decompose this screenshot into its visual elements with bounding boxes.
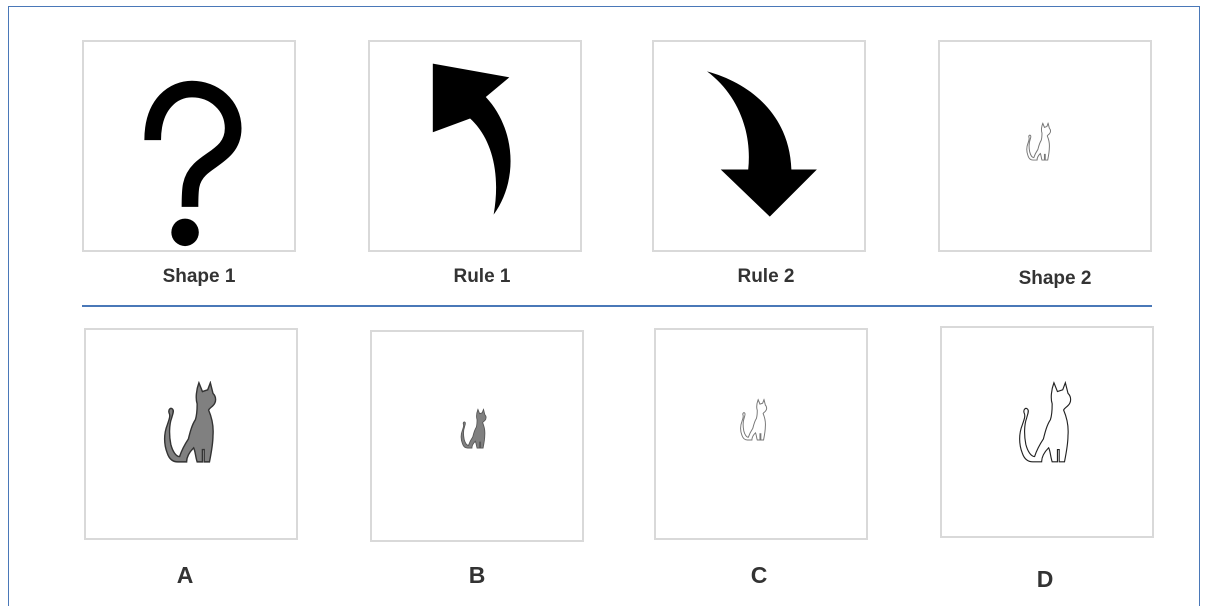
option-a-label: A (176, 562, 194, 588)
option-d-label: D (1036, 566, 1054, 592)
shape-1-card (82, 40, 296, 252)
option-c-label: C (750, 562, 768, 588)
cat-icon (1019, 382, 1072, 463)
cat-icon (1026, 122, 1052, 161)
question-mark-icon (144, 80, 242, 247)
option-b-label: B (468, 562, 486, 588)
rule-2-card (652, 40, 866, 252)
option-c-card[interactable] (654, 328, 868, 540)
cat-icon (163, 382, 217, 463)
cat-icon (460, 408, 487, 449)
cat-icon (740, 399, 768, 441)
shape-2-card (938, 40, 1152, 252)
divider-line (82, 305, 1152, 307)
puzzle-frame (8, 6, 1200, 606)
curved-arrow-down-right-icon (707, 71, 817, 217)
shape-2-label: Shape 2 (1018, 268, 1092, 289)
rule-2-label: Rule 2 (737, 266, 795, 287)
option-d-card[interactable] (940, 326, 1154, 538)
option-b-card[interactable] (370, 330, 584, 542)
rule-1-label: Rule 1 (453, 266, 511, 287)
option-a-card[interactable] (84, 328, 298, 540)
curved-arrow-up-left-icon (432, 63, 511, 215)
rule-1-card (368, 40, 582, 252)
shape-1-label: Shape 1 (162, 266, 236, 287)
